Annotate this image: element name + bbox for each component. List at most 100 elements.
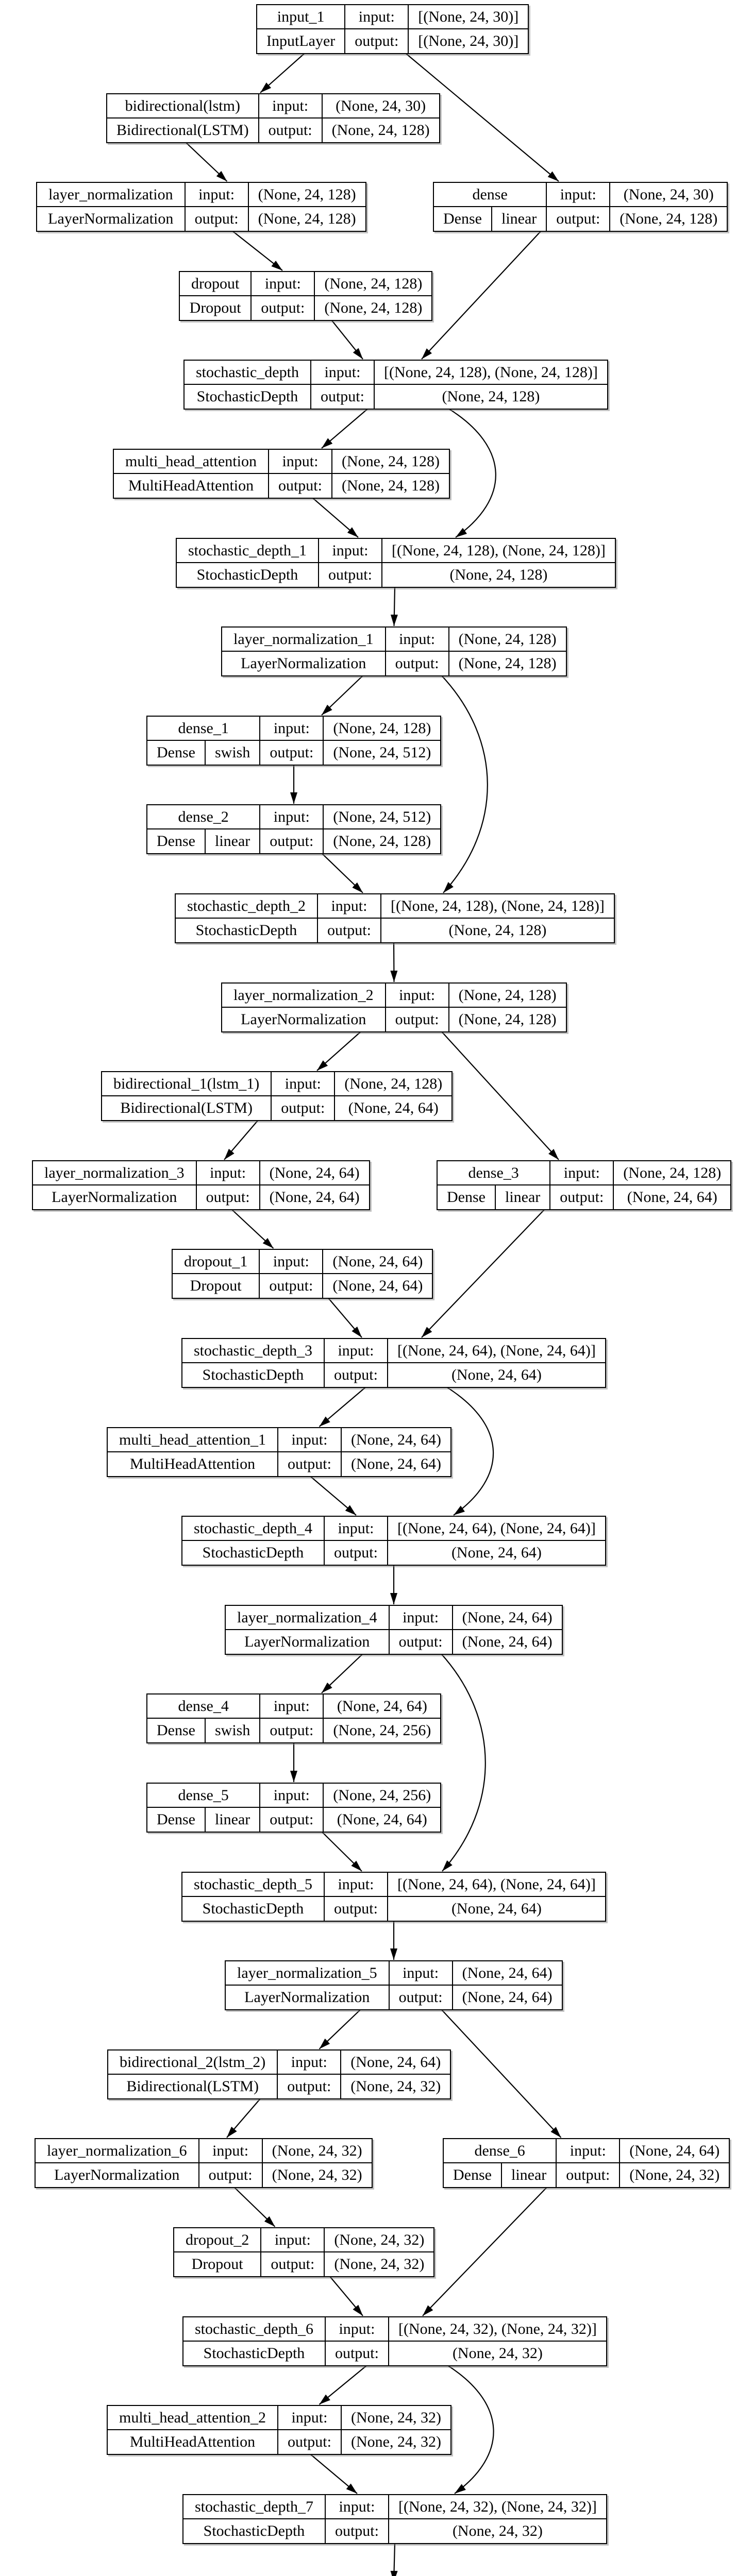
layer-name: stochastic_depth_4: [181, 1515, 325, 1541]
input-shape: (None, 24, 30): [609, 181, 728, 208]
layer-name: dropout: [178, 270, 252, 297]
node-stochastic_depth_2: stochastic_depth_2 input: [(None, 24, 12…: [175, 893, 615, 943]
input-label: input:: [250, 270, 315, 297]
layer-name: layer_normalization_6: [35, 2138, 199, 2164]
layer-name: stochastic_depth_5: [181, 1871, 325, 1897]
input-shape: (None, 24, 128): [334, 1071, 453, 1097]
output-shape: (None, 24, 128): [448, 1007, 567, 1032]
output-label: output:: [258, 117, 323, 143]
layer-name: stochastic_depth_6: [182, 2316, 326, 2342]
edge-stochastic_depth->multi_head_attention: [321, 408, 369, 449]
edge-layer_normalization_2->bidirectional_1(lstm_1): [316, 1031, 362, 1071]
edge-layer_normalization_2->dense_3: [441, 1031, 559, 1160]
node-layer_normalization_2: layer_normalization_2 input: (None, 24, …: [221, 982, 567, 1032]
node-layer_normalization_6: layer_normalization_6 input: (None, 24, …: [35, 2138, 373, 2188]
output-shape: (None, 24, 64): [323, 1807, 442, 1833]
layer-name: stochastic_depth: [183, 359, 311, 385]
layer-class: Dense: [433, 206, 492, 232]
layer-name: stochastic_depth_3: [181, 1337, 325, 1364]
input-shape: (None, 24, 32): [340, 2404, 451, 2431]
input-label: input:: [184, 181, 249, 208]
layer-class: StochasticDepth: [175, 918, 318, 943]
layer-name: layer_normalization_2: [221, 982, 386, 1008]
output-label: output:: [546, 206, 611, 232]
input-label: input:: [323, 1871, 388, 1897]
input-label: input:: [324, 2316, 389, 2342]
node-dense_2: dense_2 input: (None, 24, 512) Dense lin…: [146, 804, 442, 854]
layer-name: dense_6: [442, 2138, 557, 2164]
layer-name: bidirectional_2(lstm_2): [107, 2049, 278, 2075]
layer-class: LayerNormalization: [221, 1007, 386, 1032]
input-shape: (None, 24, 128): [613, 1160, 732, 1186]
output-label: output:: [323, 1540, 388, 1566]
output-label: output:: [195, 1184, 260, 1210]
edge-layer_normalization_6->dropout_2: [233, 2187, 276, 2227]
layer-name: stochastic_depth_1: [176, 537, 319, 564]
input-shape: (None, 24, 128): [323, 715, 442, 741]
output-shape: (None, 24, 32): [388, 2518, 607, 2544]
output-shape: (None, 24, 64): [322, 1273, 433, 1299]
input-label: input:: [259, 1248, 324, 1275]
edge-bidirectional_2(lstm_2)->layer_normalization_6: [226, 2098, 261, 2138]
layer-class: StochasticDepth: [182, 2341, 326, 2366]
node-multi_head_attention: multi_head_attention input: (None, 24, 1…: [113, 448, 450, 499]
layer-name: dense_4: [146, 1693, 261, 1719]
input-label: input:: [267, 448, 332, 474]
output-shape: (None, 24, 32): [340, 2429, 451, 2455]
output-shape: (None, 24, 64): [259, 1184, 370, 1210]
output-shape: (None, 24, 64): [387, 1540, 606, 1566]
layer-activation: linear: [204, 828, 261, 854]
input-label: input:: [388, 1604, 453, 1631]
edge-multi_head_attention->stochastic_depth_1: [312, 497, 359, 538]
layer-class: Dense: [146, 1807, 206, 1833]
node-stochastic_depth_6: stochastic_depth_6 input: [(None, 24, 32…: [182, 2316, 607, 2366]
input-shape: (None, 24, 128): [448, 626, 567, 652]
input-shape: (None, 24, 128): [247, 181, 366, 208]
layer-activation: swish: [204, 1718, 261, 1743]
layer-name: dense_5: [146, 1782, 261, 1808]
output-label: output:: [556, 2162, 621, 2188]
layer-class: LayerNormalization: [221, 651, 386, 676]
layer-name: stochastic_depth_2: [175, 893, 318, 919]
output-label: output:: [316, 918, 381, 943]
edge-input_1->bidirectional(lstm): [260, 53, 306, 93]
input-label: input:: [277, 1427, 342, 1453]
edge-layer_normalization_5->dense_6: [441, 2009, 562, 2138]
edge-multi_head_attention_2->stochastic_depth_7: [309, 2453, 358, 2494]
edge-layer_normalization_1->stochastic_depth_2: [441, 675, 488, 893]
input-shape: (None, 24, 128): [448, 982, 567, 1008]
input-shape: (None, 24, 512): [323, 804, 442, 830]
output-label: output:: [277, 1451, 342, 1477]
node-layer_normalization: layer_normalization input: (None, 24, 12…: [36, 181, 366, 232]
output-shape: (None, 24, 64): [387, 1362, 606, 1388]
output-shape: (None, 24, 128): [380, 918, 615, 943]
output-shape: (None, 24, 128): [321, 117, 440, 143]
node-layer_normalization_1: layer_normalization_1 input: (None, 24, …: [221, 626, 567, 676]
input-shape: (None, 24, 64): [451, 1960, 563, 1986]
edge-dense_5->stochastic_depth_5: [321, 1831, 362, 1872]
node-layer_normalization_3: layer_normalization_3 input: (None, 24, …: [32, 1160, 370, 1210]
layer-class: LayerNormalization: [32, 1184, 197, 1210]
input-shape: (None, 24, 128): [314, 270, 433, 297]
output-label: output:: [259, 1718, 324, 1743]
edge-bidirectional(lstm)->layer_normalization: [185, 142, 228, 182]
node-input_1: input_1 input: [(None, 24, 30)] InputLay…: [256, 4, 529, 54]
output-shape: (None, 24, 64): [451, 1629, 563, 1655]
layer-name: dense_2: [146, 804, 261, 830]
edge-stochastic_depth_6->stochastic_depth_7: [447, 2365, 494, 2494]
node-dropout_2: dropout_2 input: (None, 24, 32) Dropout …: [173, 2227, 435, 2277]
node-dense_6: dense_6 input: (None, 24, 64) Dense line…: [442, 2138, 730, 2188]
output-label: output:: [388, 1629, 453, 1655]
input-shape: (None, 24, 64): [322, 1248, 433, 1275]
output-label: output:: [388, 1985, 453, 2010]
input-label: input:: [198, 2138, 263, 2164]
output-shape: (None, 24, 128): [609, 206, 728, 232]
layer-class: Dropout: [173, 2251, 262, 2277]
edge-stochastic_depth_7->layer_normalization_7: [390, 2543, 398, 2576]
layer-class: MultiHeadAttention: [107, 2429, 278, 2455]
layer-class: StochasticDepth: [181, 1896, 325, 1922]
node-dense: dense input: (None, 24, 30) Dense linear…: [432, 181, 728, 232]
edge-stochastic_depth_3->stochastic_depth_4: [446, 1386, 494, 1516]
output-shape: (None, 24, 64): [387, 1896, 606, 1922]
